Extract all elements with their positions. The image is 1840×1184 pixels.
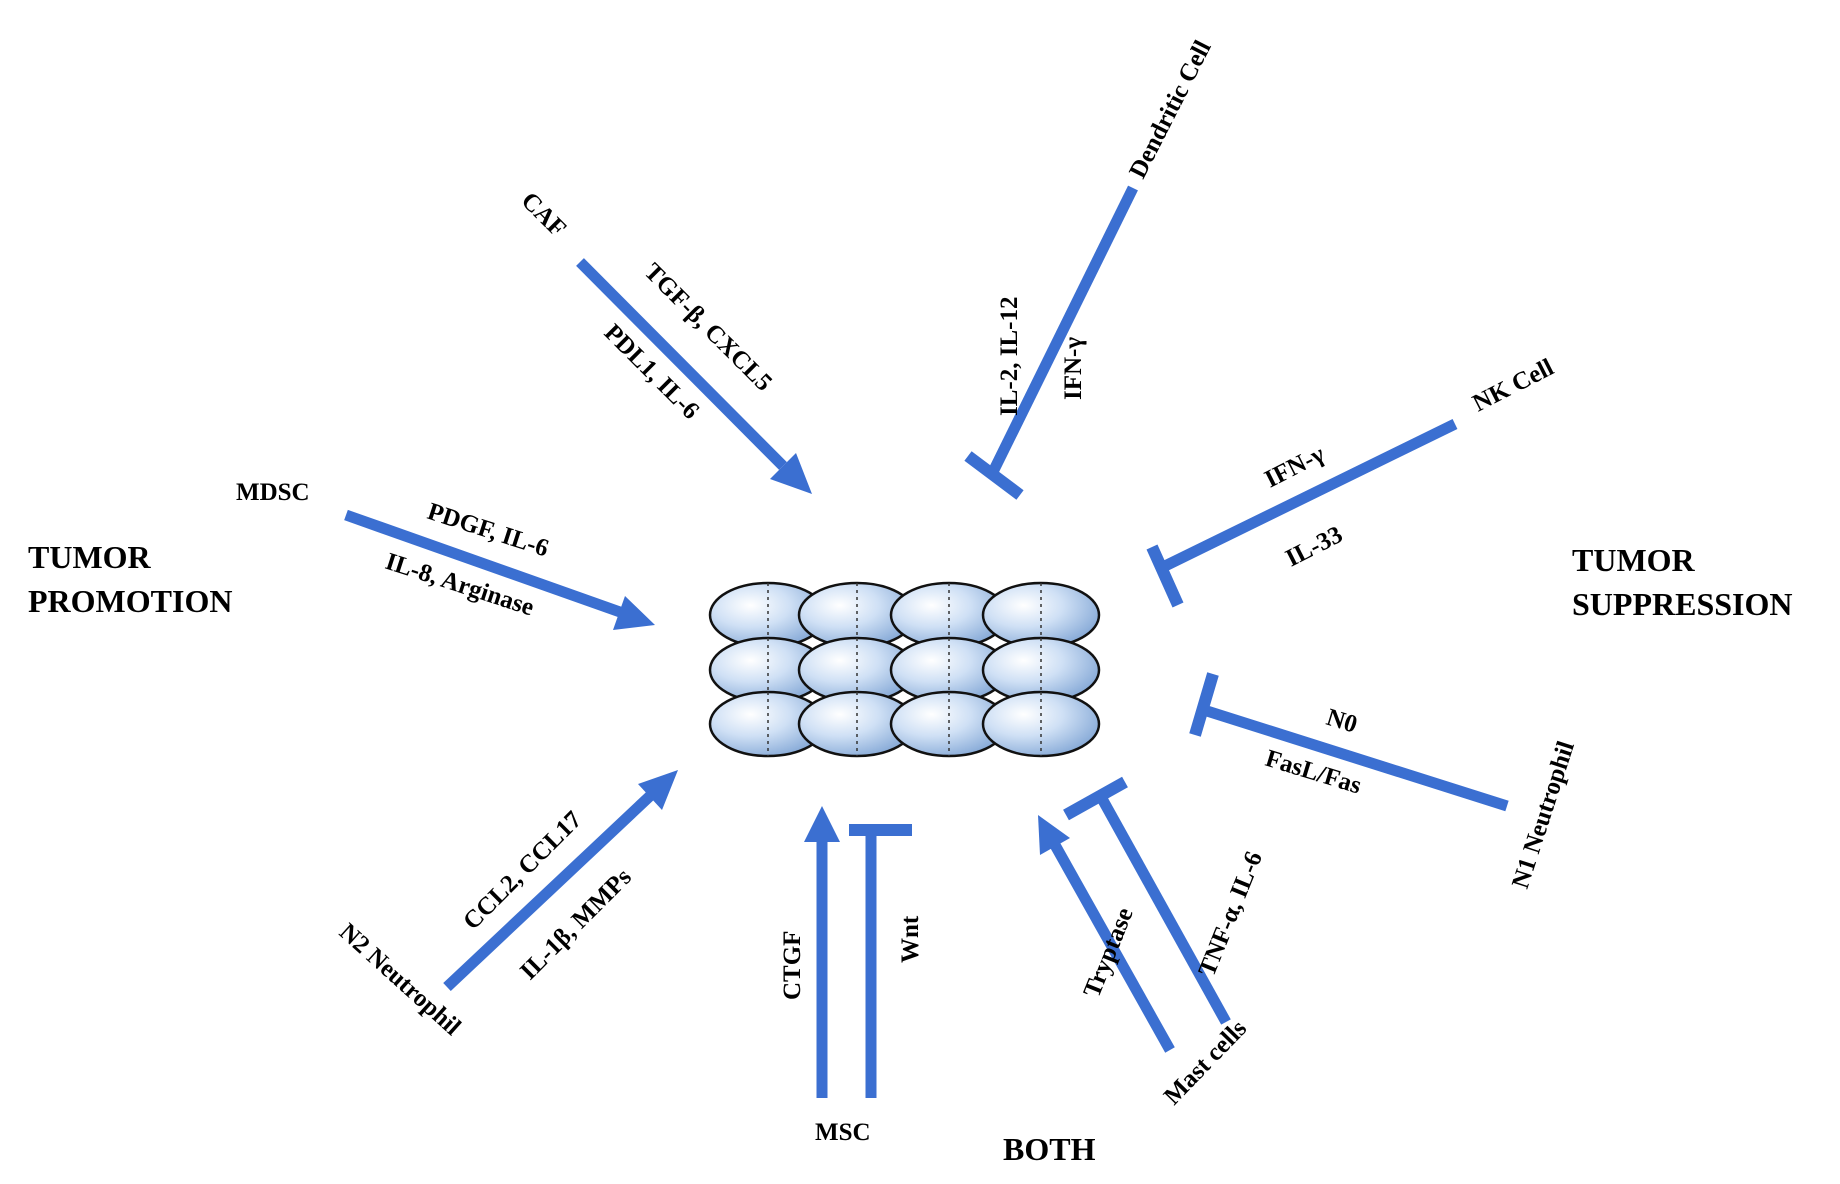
mdsc-arrowhead — [613, 596, 655, 630]
mast-tnf-inhibition-line — [1095, 792, 1231, 1025]
n2-neutrophil-signal-2: IL-1β, MMPs — [515, 863, 637, 985]
mast-tryptase-arrow — [1050, 842, 1175, 1053]
tumor-cell-cluster — [708, 581, 1101, 758]
mast-cells-label: Mast cells — [1159, 1015, 1252, 1110]
caf-arrow — [576, 258, 787, 470]
msc-ctgf-arrowhead — [804, 806, 840, 842]
dendritic-cell-inhibition-line — [985, 185, 1138, 481]
dendritic-cell-label: Dendritic Cell — [1124, 36, 1216, 183]
n1-neutrophil-label: N1 Neutrophil — [1507, 738, 1580, 892]
mdsc-label: MDSC — [236, 479, 310, 506]
caf-arrowhead — [770, 453, 812, 494]
tumor-suppression-label-line1: TUMOR — [1572, 542, 1696, 578]
dendritic-cell-signal-2: IFN-γ — [1060, 337, 1087, 400]
msc-signal-1: CTGF — [779, 931, 806, 1000]
msc-label: MSC — [815, 1119, 871, 1146]
mdsc-arrow — [344, 509, 622, 618]
dendritic-cell-signal-1: IL-2, IL-12 — [996, 297, 1023, 416]
nk-cell-inhibition-bar — [1146, 544, 1184, 608]
n1-neutrophil-inhibition-line — [1205, 705, 1509, 812]
n2-neutrophil-arrowhead — [638, 770, 678, 810]
nk-cell-signal-2: IL-33 — [1281, 521, 1346, 572]
both-label: BOTH — [1003, 1131, 1096, 1167]
nk-cell-inhibition-line — [1160, 419, 1458, 572]
caf-label: CAF — [516, 187, 571, 242]
nk-cell-label: NK Cell — [1468, 354, 1558, 417]
n1-neutrophil-inhibition-bar — [1189, 672, 1219, 737]
n1-neutrophil-signal-1: N0 — [1323, 704, 1360, 739]
mast-tnf-inhibition-bar — [1063, 776, 1128, 821]
n2-neutrophil-arrow — [443, 791, 654, 992]
tumor-promotion-label-line2: PROMOTION — [28, 583, 232, 619]
mast-tryptase-arrowhead — [1038, 815, 1070, 855]
msc-signal-2: Wnt — [897, 915, 924, 963]
tumor-promotion-label-line1: TUMOR — [28, 539, 152, 575]
mast-cells-signal-2: TNF-α, IL-6 — [1194, 848, 1268, 981]
n2-neutrophil-label: N2 Neutrophil — [334, 918, 466, 1040]
dendritic-cell-inhibition-bar — [964, 451, 1024, 500]
tumor-suppression-label-line2: SUPPRESSION — [1572, 586, 1793, 622]
